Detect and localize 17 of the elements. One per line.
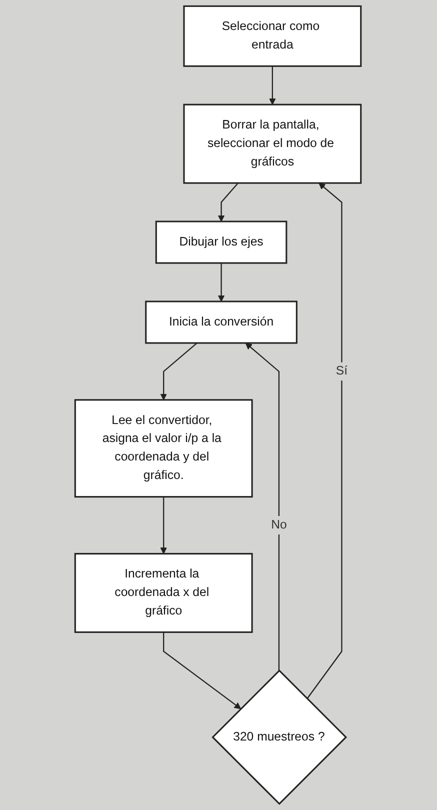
node-box: Seleccionar como entrada bbox=[184, 5, 362, 67]
edge-label: No bbox=[272, 518, 288, 532]
node-box: Incrementa la coordenada x del gráfico bbox=[74, 552, 254, 633]
node-box: Lee el convertidor, asigna el valor i/p a la coordenada y del gráfico. bbox=[74, 399, 254, 498]
arrow bbox=[218, 182, 240, 222]
node-box: Borrar la pantalla, seleccionar el modo de gráficos bbox=[184, 104, 362, 184]
arrow bbox=[160, 496, 168, 554]
arrow bbox=[218, 263, 226, 302]
arrow bbox=[160, 342, 198, 400]
arrow bbox=[246, 342, 280, 671]
arrow bbox=[270, 66, 276, 105]
node-box: Inicia la conversión bbox=[146, 300, 298, 344]
node-diamond: 320 muestreos ? bbox=[212, 670, 348, 805]
arrow bbox=[164, 632, 242, 710]
node-box: Dibujar los ejes bbox=[156, 220, 288, 264]
edge-label: Sí bbox=[336, 364, 348, 378]
arrow bbox=[307, 182, 343, 700]
